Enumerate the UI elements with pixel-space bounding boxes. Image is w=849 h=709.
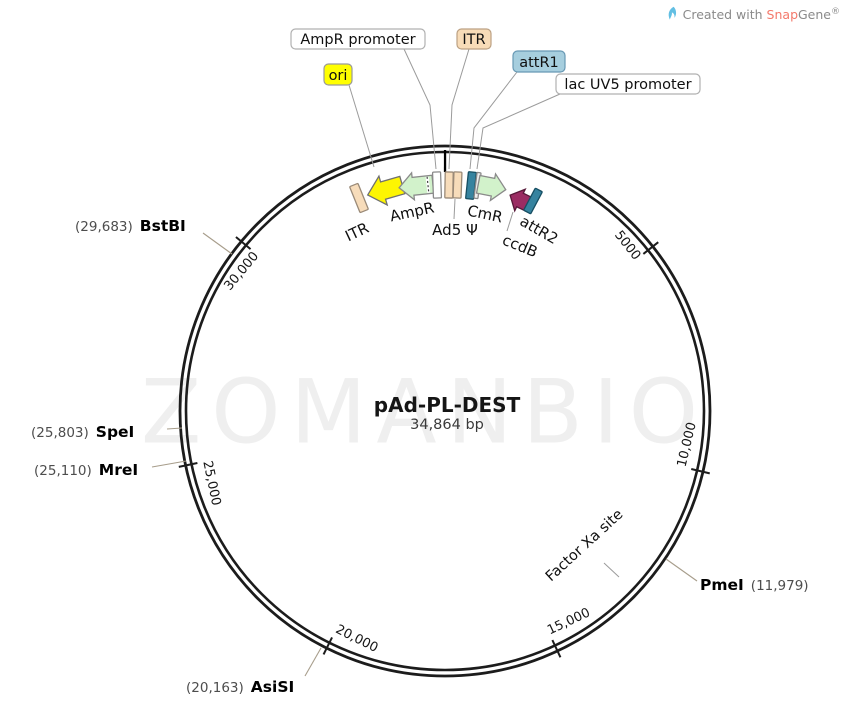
- position-tick: [691, 468, 710, 475]
- itr-callout-label: ITR: [462, 32, 485, 48]
- enzyme-leader-asisi: [304, 647, 322, 677]
- ampr-glyph-shape: [398, 171, 435, 202]
- credit-brand-snap: Snap: [766, 7, 798, 23]
- itr-glyph: [444, 171, 454, 199]
- ampr-glyph: [398, 171, 435, 202]
- ampr-promoter-glyph: [431, 171, 443, 199]
- ampr-promoter-callout-leader: [403, 48, 437, 170]
- ori-callout-label: ori: [329, 68, 348, 84]
- ccdb-label-leader: [506, 211, 514, 232]
- lac-uv5-promoter-callout-label: lac UV5 promoter: [564, 77, 691, 93]
- ori-callout-leader: [348, 84, 375, 168]
- snapgene-credit: Created with SnapGene®: [665, 6, 840, 23]
- attr2-glyph-shape: [523, 187, 543, 215]
- lac-uv5-promoter-callout-box: [555, 73, 701, 95]
- credit-text: Created with SnapGene®: [682, 6, 840, 23]
- ampr-promoter-callout-label: AmpR promoter: [300, 32, 415, 48]
- ori-glyph-shape: [366, 174, 406, 207]
- itr-callout-leader: [448, 48, 470, 170]
- enzyme-site-mrei: (25,110)MreI: [34, 461, 138, 479]
- ampr-promoter-callout-box: [290, 28, 426, 50]
- plasmid-name: pAd-PL-DEST: [373, 393, 521, 417]
- cmr-glyph: [475, 172, 507, 202]
- ad5-psi-glyph: [452, 171, 463, 199]
- attr2-glyph: [523, 187, 543, 215]
- enzyme-leader-mrei: [151, 460, 187, 468]
- registered-mark: ®: [831, 6, 840, 17]
- itr-callout-box: [456, 28, 492, 50]
- enzyme-site-bstbi: (29,683)BstBI: [75, 217, 186, 235]
- ad5-psi-glyph-shape: [452, 171, 463, 199]
- ori-glyph: [366, 174, 406, 207]
- snapgene-icon: [668, 6, 676, 20]
- tick-label: 10,000: [675, 421, 700, 469]
- ampr-glyph-boundary-dash: [426, 176, 430, 193]
- ampr-promoter-glyph-shape: [431, 171, 443, 199]
- tick-label: 20,000: [333, 622, 380, 656]
- cmr-glyph-shape: [475, 172, 507, 202]
- plasmid-length: 34,864 bp: [410, 417, 484, 433]
- attr1-callout-box: [512, 50, 566, 73]
- enzyme-site-asisi: (20,163)AsiSI: [186, 678, 294, 696]
- factor-xa-label: Factor Xa site: [543, 506, 627, 584]
- attr1-callout-leader: [469, 71, 518, 170]
- itr-left-glyph: [349, 182, 369, 214]
- position-tick: [235, 236, 252, 250]
- itr-glyph-shape: [444, 171, 454, 199]
- lac-uv5-promoter-callout-leader: [476, 93, 561, 170]
- factor-xa-leader: [603, 562, 620, 578]
- ori-callout-box: [323, 63, 353, 86]
- itr-left-glyph-shape: [349, 182, 369, 214]
- enzyme-site-pmei: PmeI(11,979): [700, 576, 809, 594]
- ad5-psi-label-leader: [453, 198, 456, 220]
- enzyme-leader-bstbi: [202, 232, 233, 255]
- ad5-psi-label: Ad5 Ψ: [432, 221, 478, 239]
- tick-label: 15,000: [545, 605, 593, 638]
- tick-label: 5000: [611, 228, 643, 263]
- watermark: ZOMANBIO: [140, 360, 709, 464]
- enzyme-site-spei: (25,803)SpeI: [31, 423, 134, 441]
- enzyme-leader-spei: [166, 427, 183, 430]
- position-tick: [322, 636, 333, 655]
- position-tick: [642, 241, 659, 255]
- enzyme-leader-pmei: [665, 558, 698, 582]
- position-tick: [178, 461, 198, 468]
- ampr-label: AmpR: [388, 199, 436, 226]
- itr-left-label: ITR: [342, 219, 371, 245]
- position-tick: [551, 639, 562, 658]
- attr1-callout-label: attR1: [519, 55, 559, 71]
- backbone-outer-ring: [178, 144, 712, 678]
